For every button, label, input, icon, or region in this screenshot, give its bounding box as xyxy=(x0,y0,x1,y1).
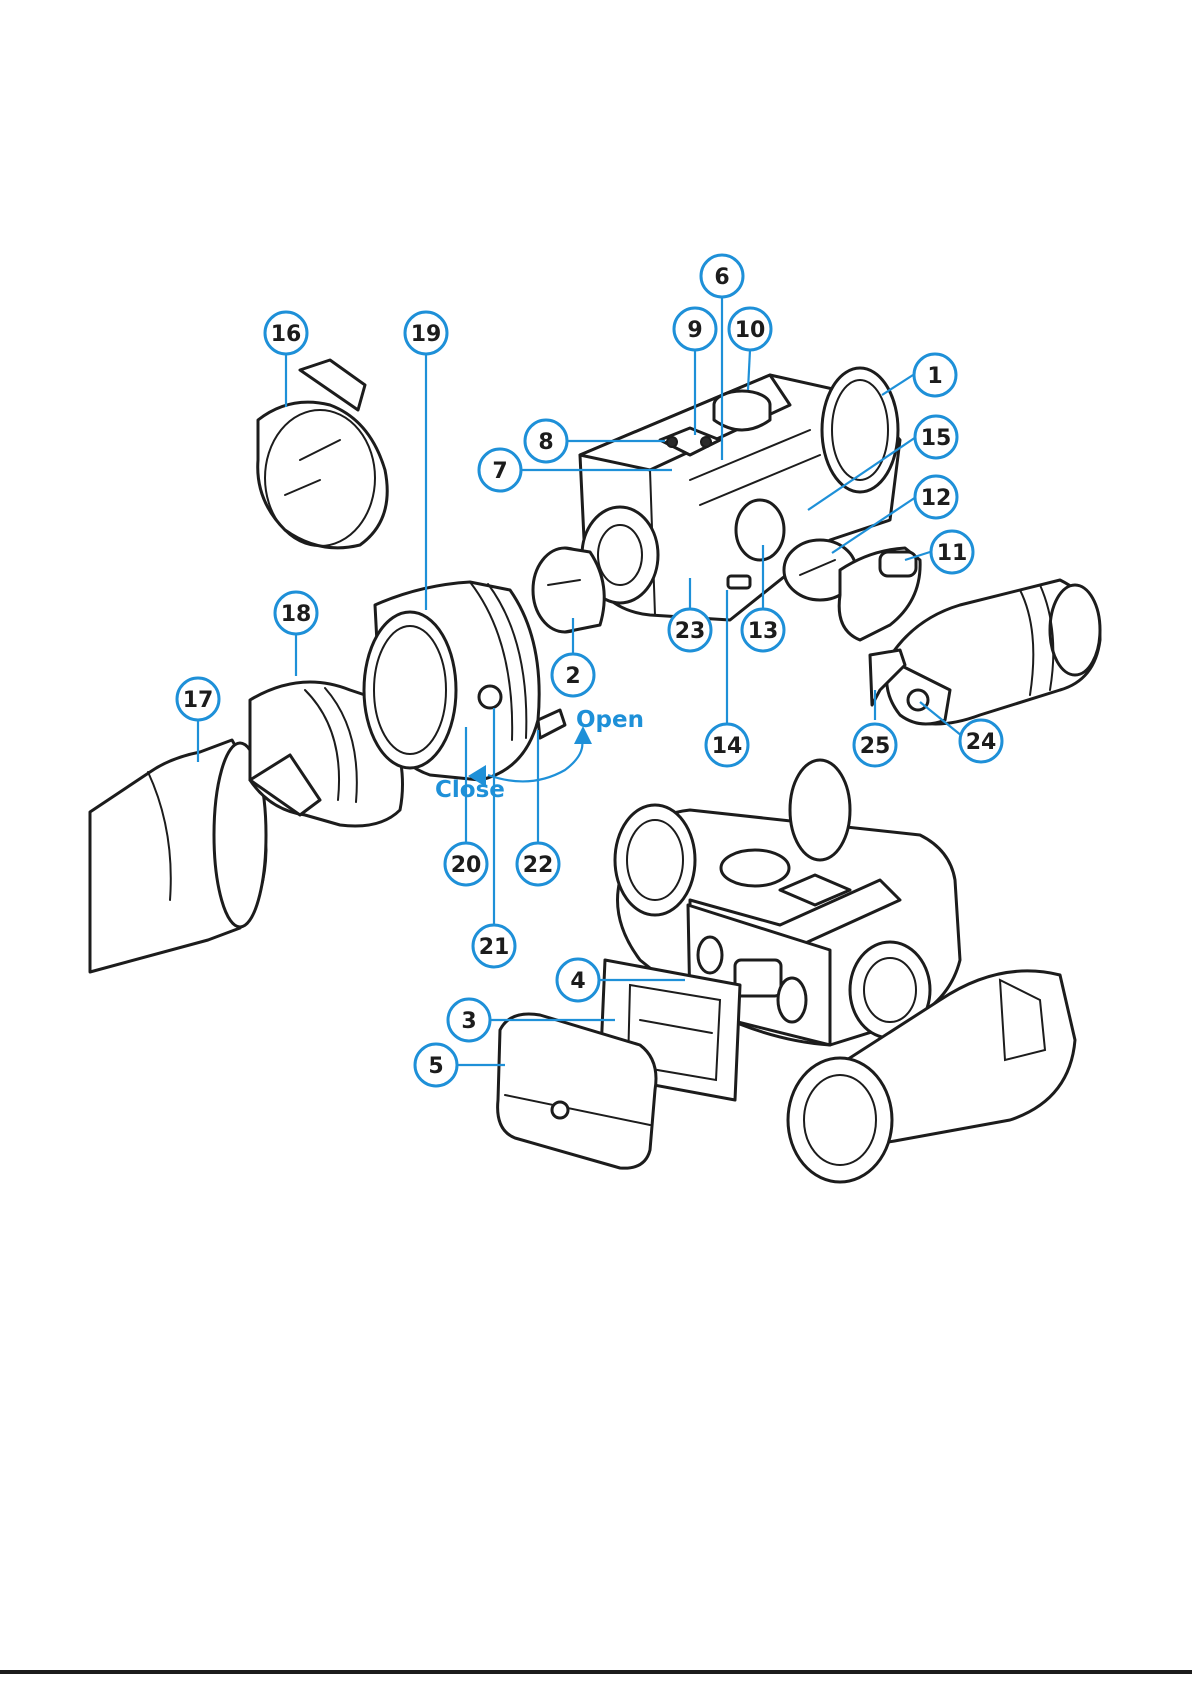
callout-15: 15 xyxy=(915,416,957,458)
callout-4: 4 xyxy=(557,959,599,1001)
callout-13: 13 xyxy=(742,609,784,651)
callout-10: 10 xyxy=(729,308,771,350)
callout-4-label: 4 xyxy=(570,969,585,994)
lens-cap xyxy=(258,360,387,548)
callout-12: 12 xyxy=(915,476,957,518)
scope-tube xyxy=(90,740,266,972)
objective-cap xyxy=(533,548,604,632)
callout-2: 2 xyxy=(552,654,594,696)
callout-11: 11 xyxy=(931,531,973,573)
callout-22-label: 22 xyxy=(523,853,554,878)
callout-19: 19 xyxy=(405,312,447,354)
callout-22: 22 xyxy=(517,843,559,885)
callout-10-label: 10 xyxy=(735,318,766,343)
callout-17: 17 xyxy=(177,678,219,720)
callout-14: 14 xyxy=(706,724,748,766)
callout-12-label: 12 xyxy=(921,486,952,511)
callout-21-label: 21 xyxy=(479,935,510,960)
callout-23-label: 23 xyxy=(675,619,706,644)
device-rear-view xyxy=(615,760,1075,1182)
callout-25-label: 25 xyxy=(860,734,891,759)
callout-6: 6 xyxy=(701,255,743,297)
footer-rule xyxy=(0,1670,1192,1674)
callout-24-label: 24 xyxy=(966,730,997,755)
callout-17-label: 17 xyxy=(183,688,214,713)
callout-3: 3 xyxy=(448,999,490,1041)
callout-19-label: 19 xyxy=(411,322,442,347)
callout-9-label: 9 xyxy=(687,318,702,343)
callout-20-label: 20 xyxy=(451,853,482,878)
callout-1-label: 1 xyxy=(927,364,942,389)
callout-16: 16 xyxy=(265,312,307,354)
callout-5-label: 5 xyxy=(428,1054,443,1079)
clip-on-mount xyxy=(364,582,565,780)
callout-15-label: 15 xyxy=(921,426,952,451)
callout-7-label: 7 xyxy=(492,459,507,484)
callout-14-label: 14 xyxy=(712,734,743,759)
callout-23: 23 xyxy=(669,609,711,651)
callout-18-label: 18 xyxy=(281,602,312,627)
callout-24: 24 xyxy=(960,720,1002,762)
eyepiece-ring xyxy=(839,548,920,640)
callout-18: 18 xyxy=(275,592,317,634)
callout-8: 8 xyxy=(525,420,567,462)
callout-5: 5 xyxy=(415,1044,457,1086)
callout-1: 1 xyxy=(914,354,956,396)
callout-2-label: 2 xyxy=(565,664,580,689)
callout-9: 9 xyxy=(674,308,716,350)
callout-20: 20 xyxy=(445,843,487,885)
callout-7: 7 xyxy=(479,449,521,491)
callout-3-label: 3 xyxy=(461,1009,476,1034)
callout-6-label: 6 xyxy=(714,265,729,290)
callout-11-label: 11 xyxy=(937,541,968,566)
callout-8-label: 8 xyxy=(538,430,553,455)
callout-21: 21 xyxy=(473,925,515,967)
open-label: Open xyxy=(576,707,644,733)
callout-13-label: 13 xyxy=(748,619,779,644)
callout-25: 25 xyxy=(854,724,896,766)
callout-16-label: 16 xyxy=(271,322,302,347)
